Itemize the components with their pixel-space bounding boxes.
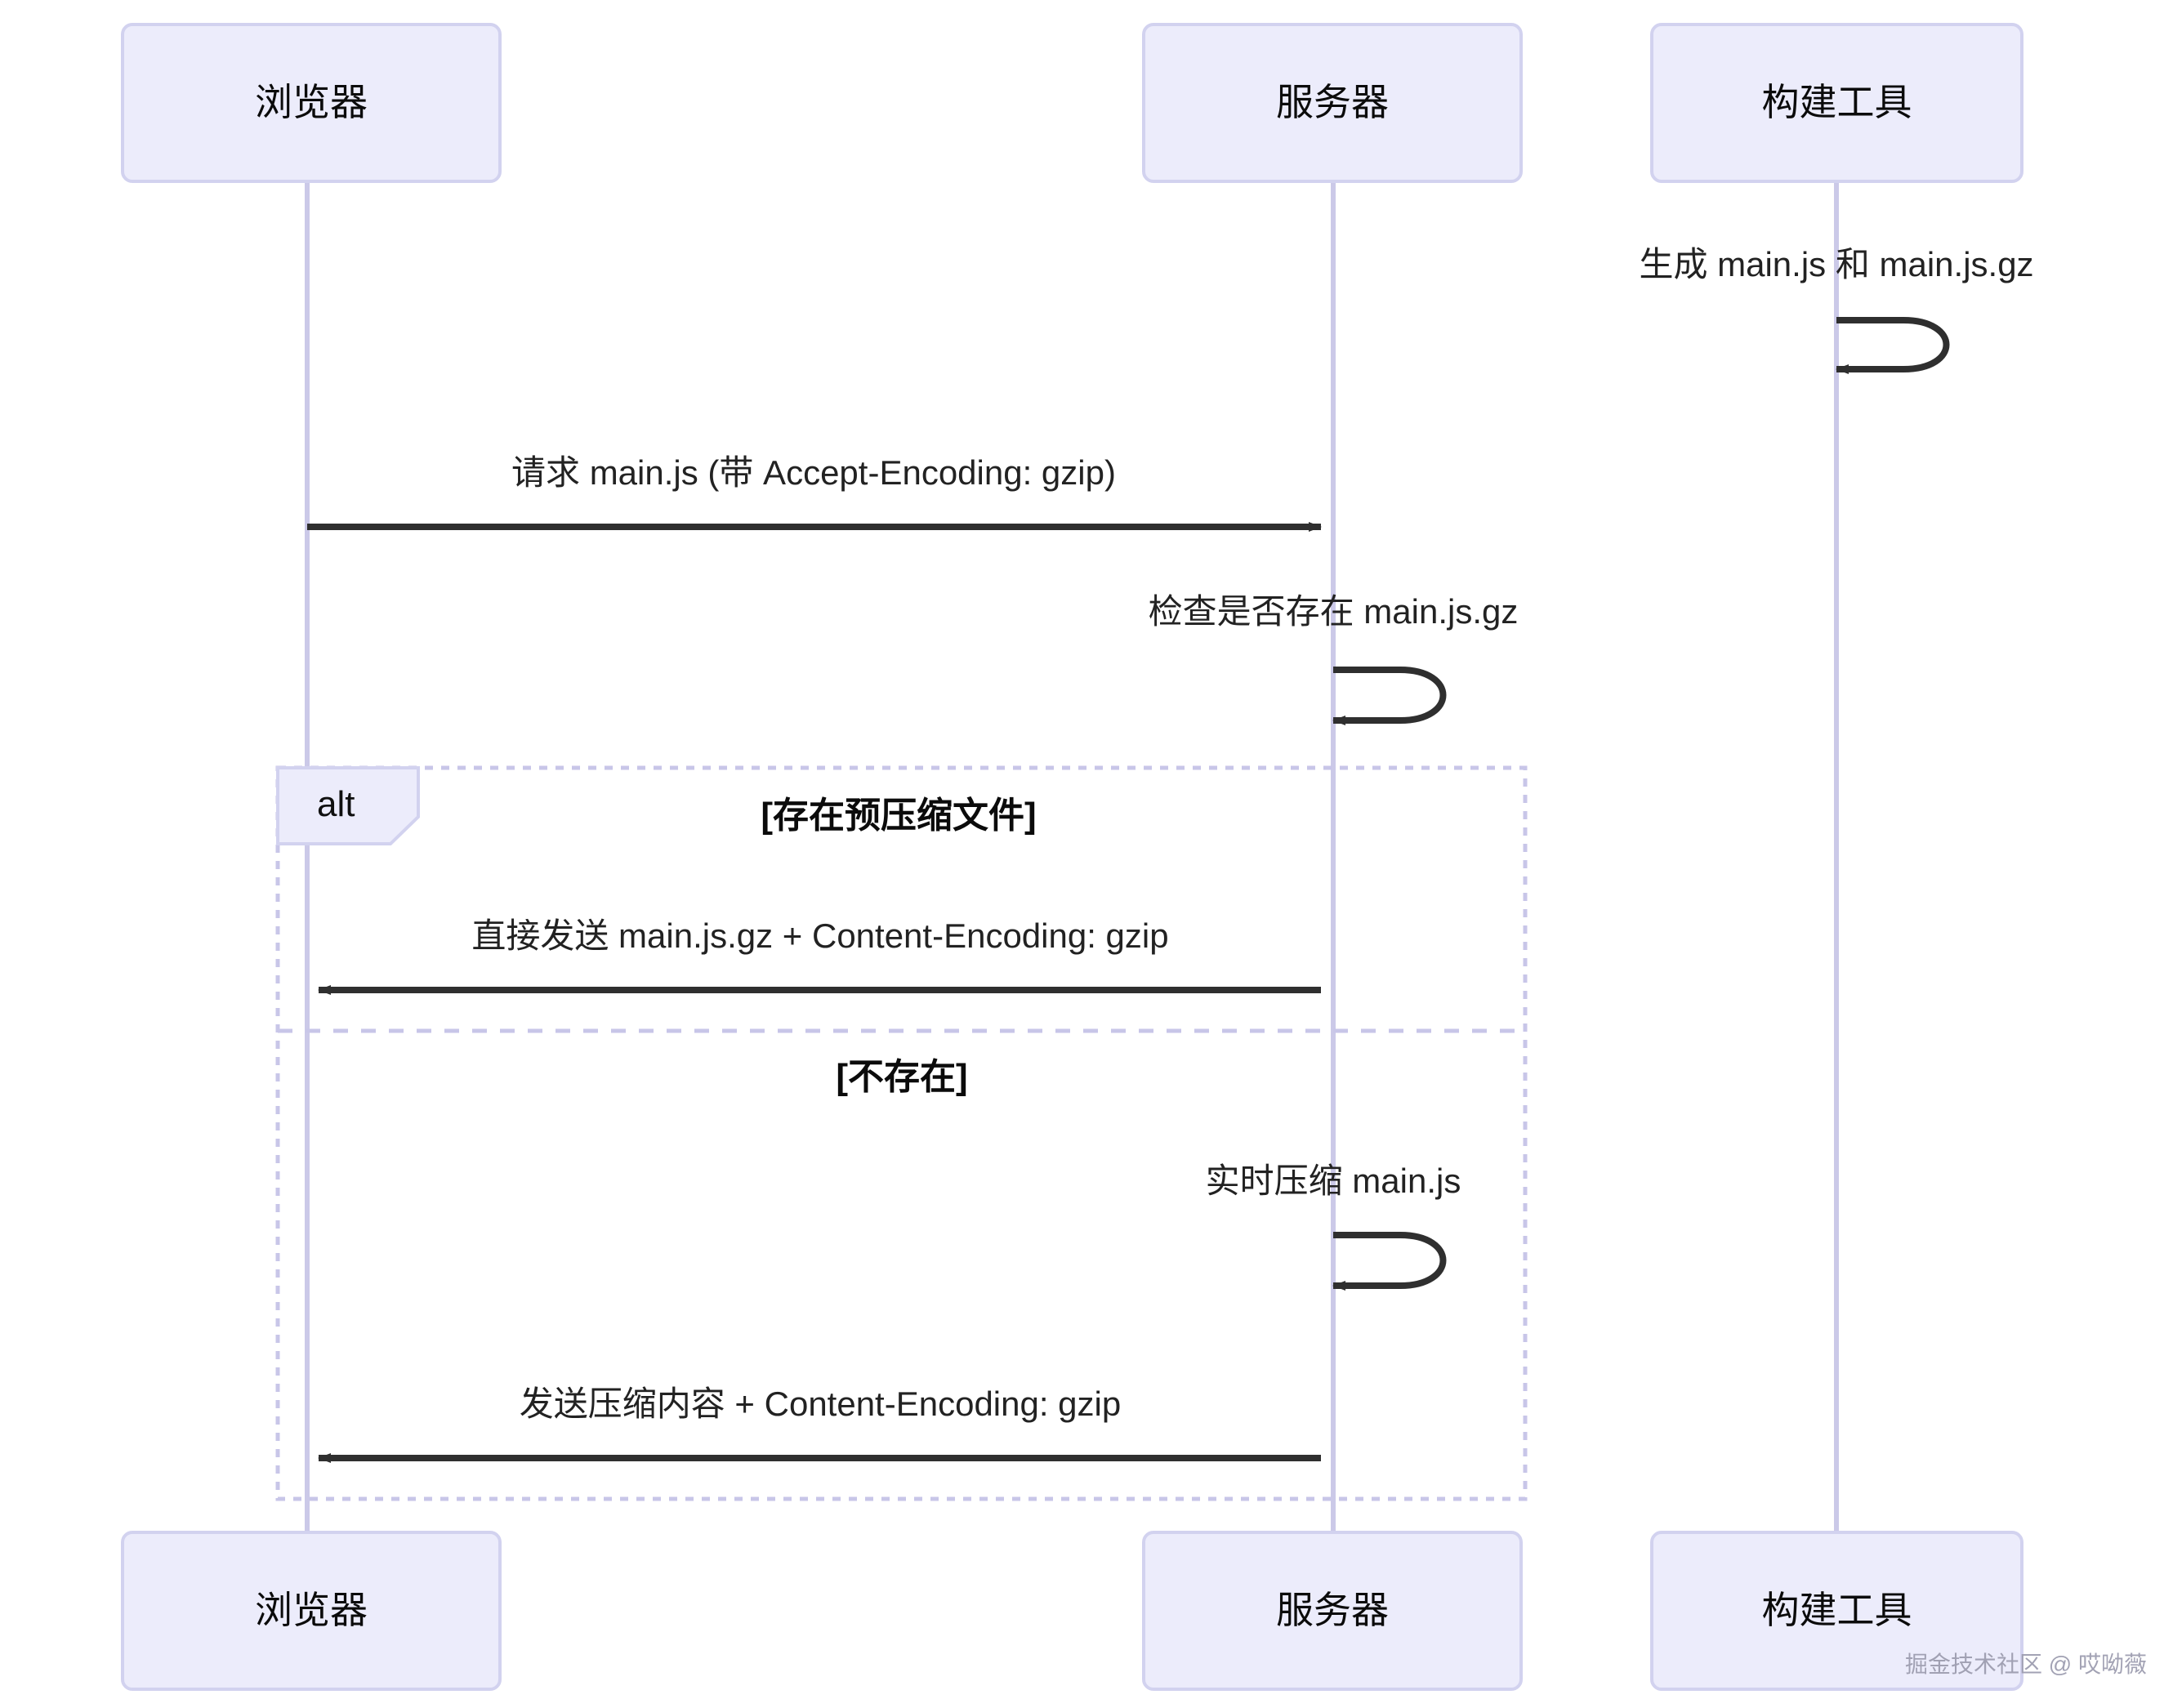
alt-branch-condition-2: [不存在]	[836, 1057, 968, 1097]
alt-branch-condition-1: [存在预压缩文件]	[761, 796, 1037, 836]
participant-boxes-top	[121, 23, 2023, 183]
watermark-text: 掘金技术社区 @ 哎呦薇	[1905, 1652, 2147, 1677]
message-arrow-generate-files[interactable]	[1836, 317, 1950, 374]
participant-box-buildtool-top[interactable]	[1650, 23, 2023, 183]
message-label-send-compressed: 发送压缩内容 + Content-Encoding: gzip	[519, 1385, 1122, 1423]
message-label-generate-files: 生成 main.js 和 main.js.gz	[1639, 245, 2034, 283]
message-label-send-pregzipped: 直接发送 main.js.gz + Content-Encoding: gzip	[471, 916, 1169, 955]
participant-boxes-bottom	[121, 1531, 2023, 1691]
lifelines	[305, 181, 1839, 1532]
message-arrow-compress-realtime[interactable]	[1332, 1232, 1447, 1291]
message-label-request-mainjs: 请求 main.js (带 Accept-Encoding: gzip)	[511, 453, 1116, 492]
participant-box-browser-bottom[interactable]	[121, 1531, 502, 1691]
message-label-check-gz-exists: 检查是否存在 main.js.gz	[1148, 592, 1519, 631]
alt-fragment-tag-label: alt	[317, 784, 355, 824]
message-label-compress-realtime: 实时压缩 main.js	[1205, 1162, 1461, 1200]
participant-box-server-bottom[interactable]	[1142, 1531, 1523, 1691]
participant-box-buildtool-bottom[interactable]	[1650, 1531, 2023, 1691]
alt-fragment-border	[275, 765, 1528, 1501]
participant-box-server-top[interactable]	[1142, 23, 1523, 183]
alt-tag-shape	[276, 766, 420, 845]
participant-box-browser-top[interactable]	[121, 23, 502, 183]
message-arrow-check-gz-exists[interactable]	[1332, 667, 1447, 725]
alt-fragment-frame	[275, 765, 1528, 1501]
